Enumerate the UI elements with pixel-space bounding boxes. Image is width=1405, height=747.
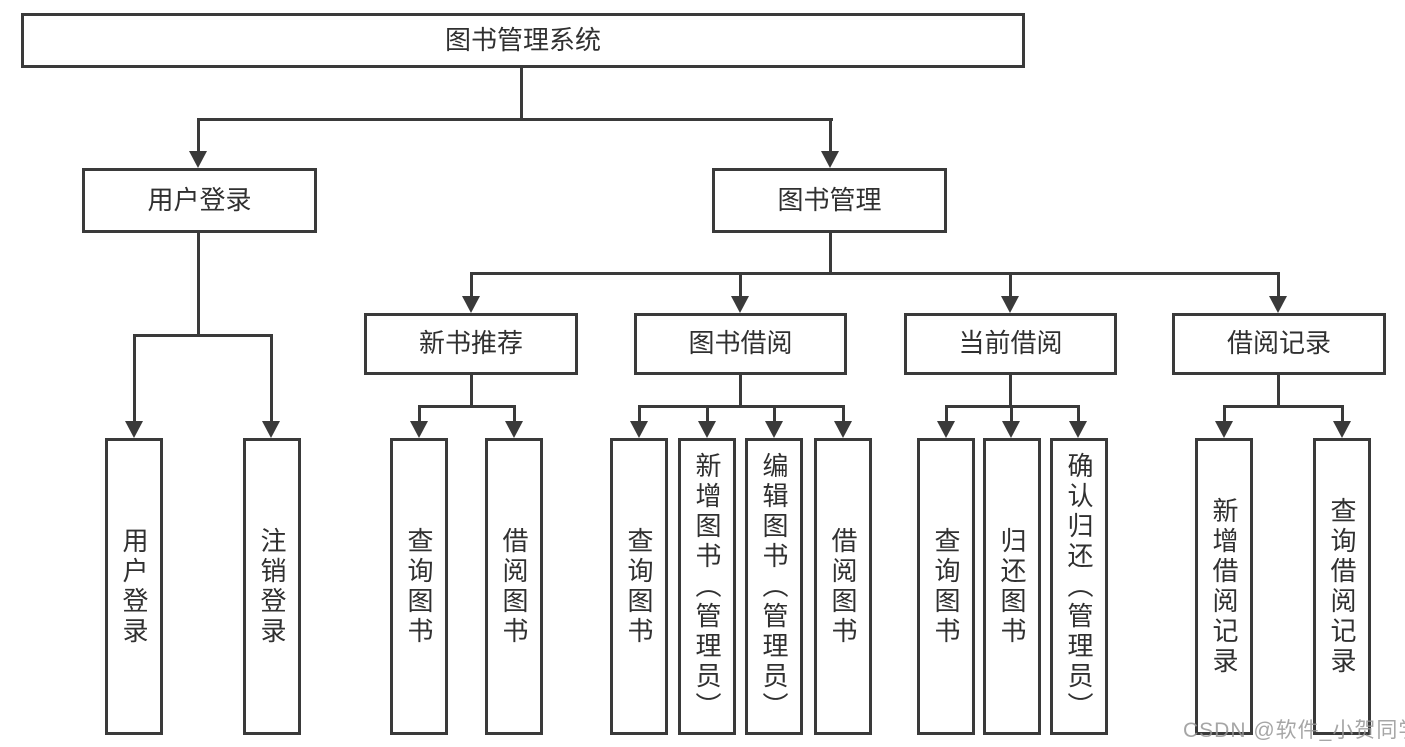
csdn-watermark: CSDN @软件_小贺同学 — [1183, 719, 1405, 742]
node-user-login-label: 用户登录 — [147, 184, 252, 215]
node-current-borrow: 当前借阅 — [904, 313, 1117, 375]
arrow-down-icon — [765, 421, 783, 438]
connector-line — [1009, 375, 1012, 407]
node-new-book-recommend-label: 新书推荐 — [418, 328, 523, 359]
arrow-down-icon — [262, 421, 280, 438]
node-new-book-recommend: 新书推荐 — [364, 313, 578, 375]
connector-line — [1223, 405, 1343, 408]
connector-line — [470, 375, 473, 407]
leaf-current-return: 归还图书 — [983, 438, 1041, 735]
connector-line — [829, 233, 832, 274]
leaf-records-add: 新增借阅记录 — [1195, 438, 1253, 735]
leaf-borrow-borrow-label: 借阅图书 — [828, 526, 858, 647]
connector-line — [520, 68, 523, 121]
node-root-label: 图书管理系统 — [444, 24, 601, 55]
connector-line — [197, 233, 200, 337]
connector-line — [842, 405, 845, 424]
leaf-borrow-query-label: 查询图书 — [624, 526, 654, 647]
arrow-down-icon — [1002, 421, 1020, 438]
arrow-down-icon — [821, 151, 839, 168]
connector-line — [418, 405, 516, 408]
arrow-down-icon — [410, 421, 428, 438]
connector-line — [829, 118, 832, 154]
arrow-down-icon — [698, 421, 716, 438]
arrow-down-icon — [1269, 296, 1287, 313]
leaf-logout-label: 注销登录 — [257, 526, 287, 647]
leaf-user-login: 用户登录 — [105, 438, 163, 735]
arrow-down-icon — [462, 296, 480, 313]
arrow-down-icon — [1001, 296, 1019, 313]
leaf-borrow-borrow: 借阅图书 — [814, 438, 872, 735]
connector-line — [1277, 375, 1280, 407]
connector-line — [739, 375, 742, 407]
connector-line — [638, 405, 641, 424]
leaf-borrow-add-admin-label: 新增图书（管理员） — [692, 451, 722, 722]
node-book-borrow: 图书借阅 — [634, 313, 847, 375]
connector-line — [133, 334, 273, 337]
node-book-management: 图书管理 — [712, 168, 947, 233]
connector-line — [1009, 272, 1012, 299]
leaf-records-query-label: 查询借阅记录 — [1327, 496, 1357, 677]
leaf-current-confirm-admin-label: 确认归还（管理员） — [1064, 451, 1094, 722]
leaf-current-query-label: 查询图书 — [931, 526, 961, 647]
node-current-borrow-label: 当前借阅 — [958, 328, 1063, 359]
leaf-borrow-add-admin: 新增图书（管理员） — [678, 438, 736, 735]
leaf-logout: 注销登录 — [243, 438, 301, 735]
arrow-down-icon — [937, 421, 955, 438]
leaf-borrow-edit-admin-label: 编辑图书（管理员） — [759, 451, 789, 722]
leaf-newbooks-query-label: 查询图书 — [404, 526, 434, 647]
connector-line — [1277, 272, 1280, 299]
connector-line — [418, 405, 421, 424]
connector-line — [1341, 405, 1344, 424]
arrow-down-icon — [125, 421, 143, 438]
arrow-down-icon — [731, 296, 749, 313]
leaf-newbooks-borrow: 借阅图书 — [485, 438, 543, 735]
connector-line — [1223, 405, 1226, 424]
leaf-records-add-label: 新增借阅记录 — [1209, 496, 1239, 677]
arrow-down-icon — [189, 151, 207, 168]
arrow-down-icon — [834, 421, 852, 438]
node-user-login: 用户登录 — [82, 168, 317, 233]
arrow-down-icon — [505, 421, 523, 438]
connector-line — [638, 405, 845, 408]
leaf-user-login-label: 用户登录 — [119, 526, 149, 647]
node-borrow-records-label: 借阅记录 — [1226, 328, 1331, 359]
connector-line — [739, 272, 742, 299]
connector-line — [270, 334, 273, 424]
arrow-down-icon — [630, 421, 648, 438]
connector-line — [197, 118, 833, 121]
leaf-current-query: 查询图书 — [917, 438, 975, 735]
connector-line — [945, 405, 948, 424]
leaf-current-confirm-admin: 确认归还（管理员） — [1050, 438, 1108, 735]
connector-line — [706, 405, 709, 424]
leaf-records-query: 查询借阅记录 — [1313, 438, 1371, 735]
arrow-down-icon — [1333, 421, 1351, 438]
leaf-borrow-query: 查询图书 — [610, 438, 668, 735]
connector-line — [1077, 405, 1080, 424]
node-borrow-records: 借阅记录 — [1172, 313, 1386, 375]
connector-line — [1010, 405, 1013, 424]
node-root: 图书管理系统 — [21, 13, 1025, 68]
connector-line — [197, 118, 200, 154]
leaf-borrow-edit-admin: 编辑图书（管理员） — [745, 438, 803, 735]
arrow-down-icon — [1069, 421, 1087, 438]
node-book-borrow-label: 图书借阅 — [688, 328, 793, 359]
arrow-down-icon — [1215, 421, 1233, 438]
leaf-current-return-label: 归还图书 — [997, 526, 1027, 647]
leaf-newbooks-borrow-label: 借阅图书 — [499, 526, 529, 647]
node-book-management-label: 图书管理 — [777, 184, 882, 215]
connector-line — [133, 334, 136, 424]
leaf-newbooks-query: 查询图书 — [390, 438, 448, 735]
connector-line — [470, 272, 473, 299]
connector-line — [513, 405, 516, 424]
connector-line — [470, 272, 1280, 275]
connector-line — [773, 405, 776, 424]
